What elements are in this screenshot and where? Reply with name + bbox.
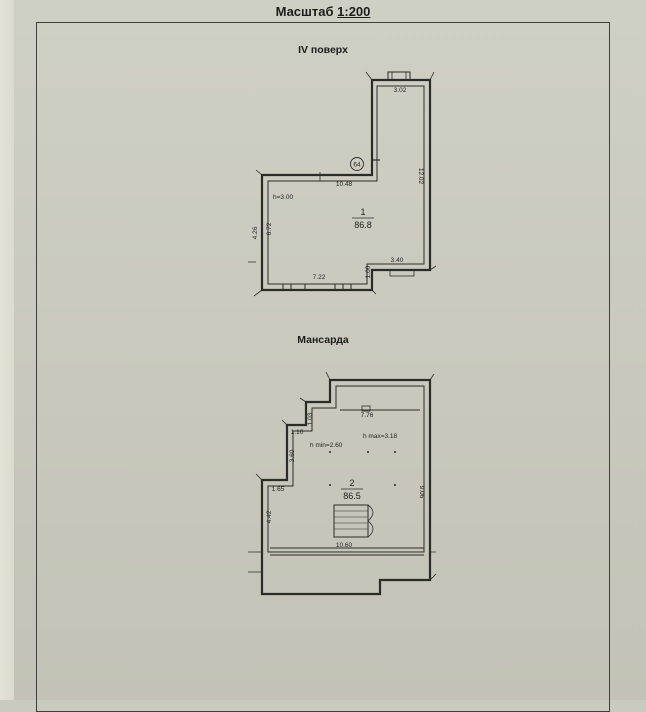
floor4-room-number: 1	[360, 207, 365, 217]
attic-plan: 7.76 1.03 1.10 3.60 1.65 4.42 9.06 10.60…	[248, 371, 437, 596]
floor4-dim-left-outer: 4.26	[252, 226, 259, 239]
floor4-dim-bottom-right: 3.40	[391, 257, 404, 264]
attic-dim-right: 9.06	[418, 486, 425, 499]
staircase	[333, 504, 374, 538]
floor4-dim-bottom: 7.22	[313, 274, 326, 281]
scale-caption: Масштаб 1:200	[0, 4, 646, 19]
attic-h-max: h max=3.18	[363, 433, 398, 440]
floor4-dim-left-inner: 6.72	[266, 222, 273, 235]
scale-label: Масштаб	[275, 4, 334, 19]
attic-dim-step-left: 1.10	[291, 429, 304, 436]
attic-room-number: 2	[349, 478, 354, 488]
attic-dim-step-top: 1.03	[307, 412, 314, 425]
paper-sheet	[14, 0, 646, 700]
attic-title: Мансарда	[297, 334, 349, 346]
floor4-plan: 64 3.02 12.02 10.48 4.26 6.72 7.22 1.00 …	[248, 71, 437, 297]
floor4-room-area: 86.8	[354, 220, 372, 230]
floor4-title: IV поверх	[298, 44, 348, 56]
floor4-marker: 64	[353, 162, 361, 169]
floor4-dim-top: 3.02	[394, 87, 407, 94]
floor4-dim-small: 1.00	[365, 265, 372, 278]
floor4-dim-inner-top: 10.48	[336, 181, 353, 188]
attic-dim-left-lower: 4.42	[266, 510, 273, 523]
attic-dim-top: 7.76	[361, 412, 374, 419]
attic-dim-left-step: 1.65	[272, 486, 285, 493]
attic-dim-left-upper: 3.60	[289, 449, 296, 462]
attic-h-min: h min=2.60	[310, 442, 343, 449]
scale-value: 1:200	[337, 4, 371, 19]
floor4-height: h=3.00	[273, 194, 293, 201]
attic-dim-bottom: 10.60	[336, 542, 353, 549]
floor4-dim-right: 12.02	[417, 168, 424, 185]
attic-room-area: 86.5	[343, 491, 361, 501]
